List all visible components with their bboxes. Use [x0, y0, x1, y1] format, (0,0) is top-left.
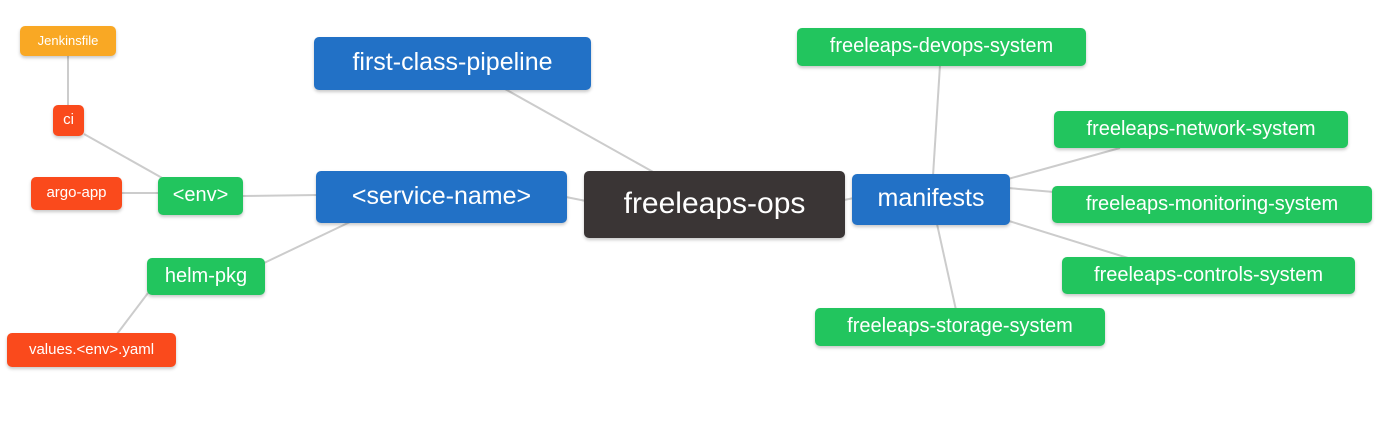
node-network[interactable]: freeleaps-network-system — [1054, 111, 1348, 148]
edge-manifests-to-controls — [1008, 220, 1129, 259]
edge-manifests-to-monitoring — [1007, 187, 1055, 193]
edge-fcp-to-root — [504, 88, 656, 174]
edge-service-to-root — [565, 196, 587, 202]
node-env[interactable]: <env> — [158, 177, 243, 215]
node-helm[interactable]: helm-pkg — [147, 258, 265, 295]
node-values[interactable]: values.<env>.yaml — [7, 333, 176, 367]
node-ci[interactable]: ci — [53, 105, 84, 136]
node-manifests[interactable]: manifests — [852, 174, 1010, 225]
node-fcp[interactable]: first-class-pipeline — [314, 37, 591, 90]
edge-service-to-helm — [263, 221, 351, 264]
node-root[interactable]: freeleaps-ops — [584, 171, 845, 238]
node-devops[interactable]: freeleaps-devops-system — [797, 28, 1086, 66]
edge-env-to-service — [241, 194, 319, 197]
node-controls[interactable]: freeleaps-controls-system — [1062, 257, 1355, 294]
node-jenkinsfile[interactable]: Jenkinsfile — [20, 26, 116, 56]
node-monitoring[interactable]: freeleaps-monitoring-system — [1052, 186, 1372, 223]
edge-manifests-to-storage — [936, 223, 957, 311]
edge-helm-to-values — [116, 292, 149, 335]
node-argo[interactable]: argo-app — [31, 177, 122, 210]
node-service[interactable]: <service-name> — [316, 171, 567, 223]
edge-devops-to-manifests — [932, 64, 941, 177]
edge-ci-to-env — [83, 133, 165, 180]
node-storage[interactable]: freeleaps-storage-system — [815, 308, 1105, 346]
edge-manifests-to-network — [1007, 147, 1121, 180]
